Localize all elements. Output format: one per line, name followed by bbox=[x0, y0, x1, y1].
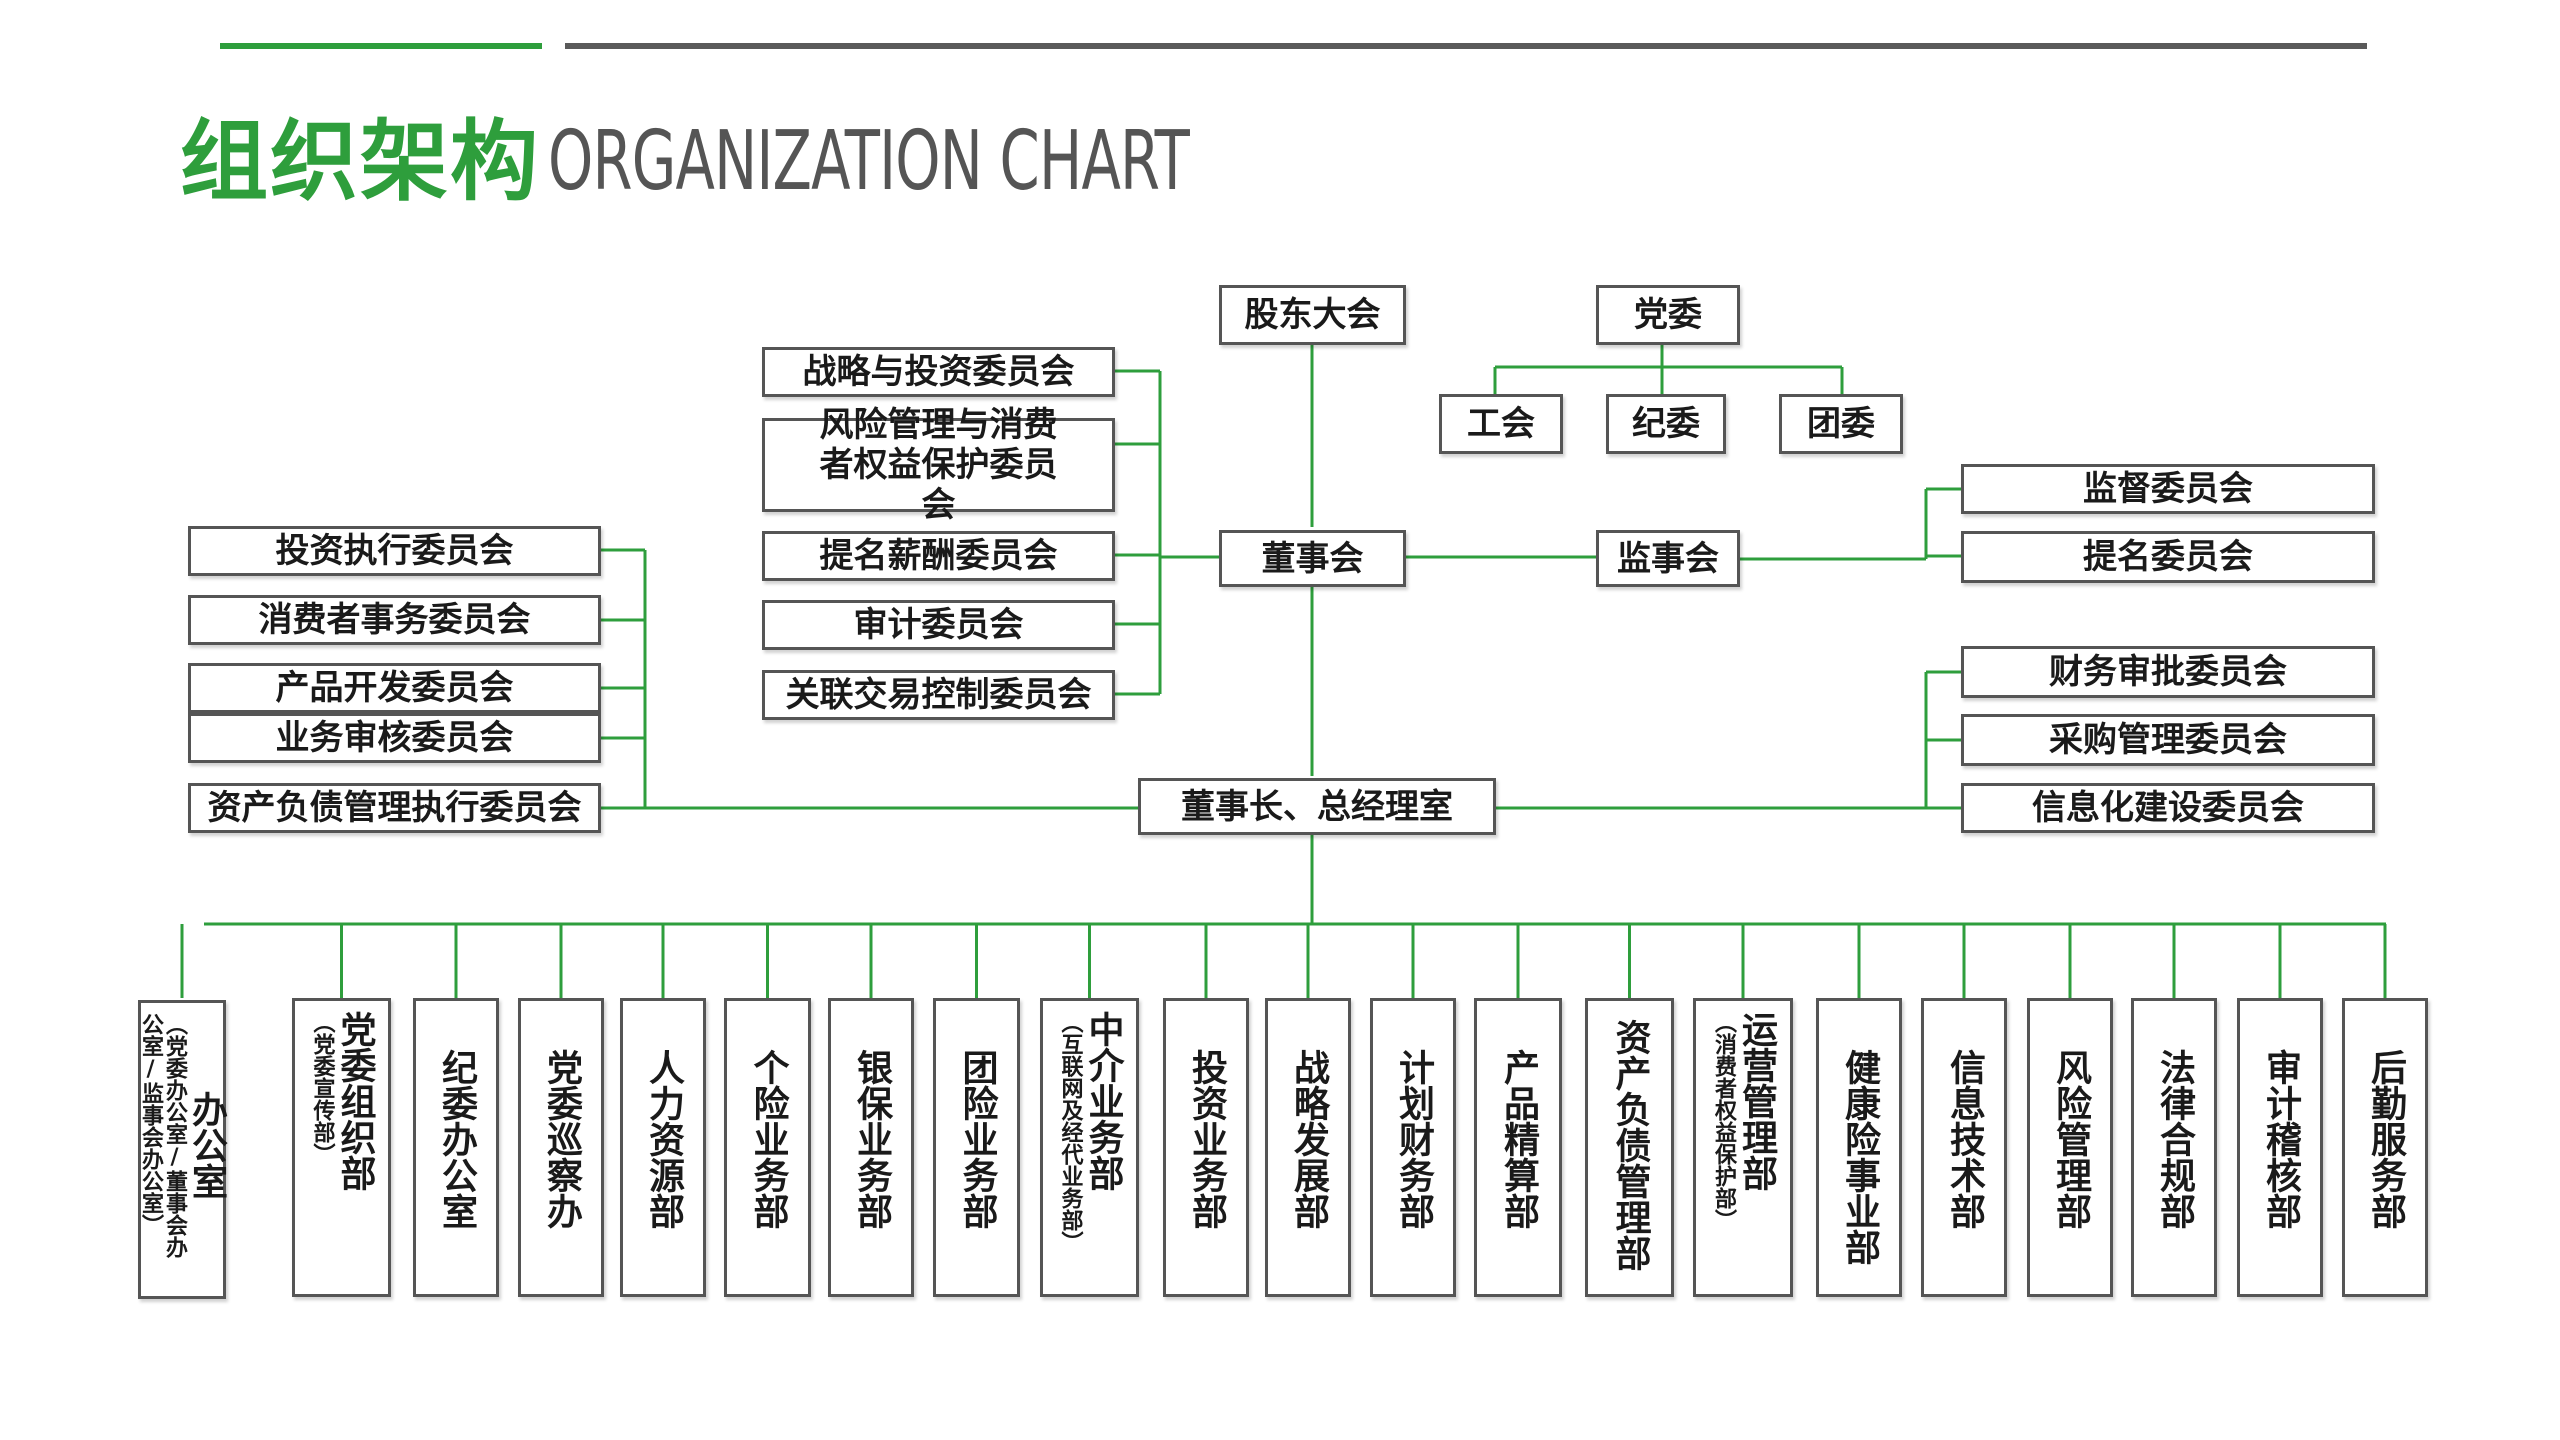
page-subtitle: ORGANIZATION CHART bbox=[548, 114, 1190, 209]
department-box: 党委巡察办 bbox=[518, 998, 604, 1297]
department-box: 人力资源部 bbox=[620, 998, 706, 1297]
department-box: （党委办公室/董事会办公室/监事会办公室）办公室 bbox=[138, 1000, 227, 1299]
discipline-committee-box: 纪委 bbox=[1606, 394, 1726, 454]
supervisory-board-box: 监事会 bbox=[1596, 530, 1740, 587]
department-name: 计划财务部 bbox=[1393, 1049, 1434, 1229]
department-name: 党委组织部 bbox=[334, 1011, 376, 1191]
department-box: 银保业务部 bbox=[828, 998, 914, 1297]
department-name: 纪委办公室 bbox=[436, 1049, 477, 1229]
department-box: 风险管理部 bbox=[2027, 998, 2113, 1297]
board-committee-related-transactions: 关联交易控制委员会 bbox=[762, 670, 1115, 720]
department-name: 产品精算部 bbox=[1498, 1049, 1539, 1229]
department-name: 战略发展部 bbox=[1288, 1049, 1329, 1229]
department-name: 党委巡察办 bbox=[541, 1049, 582, 1229]
department-name: 运营管理部 bbox=[1736, 1011, 1777, 1191]
department-name: 风险管理部 bbox=[2050, 1049, 2091, 1229]
union-box: 工会 bbox=[1439, 394, 1563, 454]
supervisory-committee-oversight: 监督委员会 bbox=[1961, 464, 2375, 514]
youth-league-box: 团委 bbox=[1779, 394, 1903, 454]
department-box: 个险业务部 bbox=[724, 998, 811, 1297]
exec-committee-procurement: 采购管理委员会 bbox=[1961, 714, 2375, 766]
department-box: 信息技术部 bbox=[1921, 998, 2007, 1297]
header-divider-bar bbox=[565, 43, 2367, 49]
party-committee-box: 党委 bbox=[1596, 285, 1740, 345]
department-box: （党委宣传部）党委组织部 bbox=[292, 998, 391, 1297]
exec-committee-consumer-affairs: 消费者事务委员会 bbox=[188, 595, 601, 645]
department-name: 个险业务部 bbox=[747, 1049, 789, 1229]
department-name: 投资业务部 bbox=[1186, 1049, 1227, 1229]
board-of-directors-box: 董事会 bbox=[1219, 530, 1406, 587]
exec-committee-investment: 投资执行委员会 bbox=[188, 526, 601, 576]
department-name: 团险业务部 bbox=[956, 1049, 998, 1229]
board-committee-audit: 审计委员会 bbox=[762, 600, 1115, 650]
page-title: 组织架构 bbox=[180, 110, 541, 213]
department-name: 资产负债管理部 bbox=[1609, 1019, 1651, 1271]
department-sub-label: （党委办公室/董事会办公室/监事会办公室） bbox=[138, 1013, 187, 1258]
department-name: 后勤服务部 bbox=[2365, 1049, 2406, 1229]
department-sub-label: （党委宣传部） bbox=[309, 1011, 335, 1165]
exec-committee-finance-approval: 财务审批委员会 bbox=[1961, 646, 2375, 698]
department-name: 健康险事业部 bbox=[1839, 1049, 1880, 1265]
exec-committee-product-dev: 产品开发委员会 bbox=[188, 663, 601, 713]
department-name: 法律合规部 bbox=[2154, 1049, 2195, 1229]
department-box: 资产负债管理部 bbox=[1585, 998, 1674, 1297]
department-name: 信息技术部 bbox=[1944, 1049, 1985, 1229]
department-name: 人力资源部 bbox=[643, 1049, 684, 1229]
exec-committee-it-construction: 信息化建设委员会 bbox=[1961, 783, 2375, 833]
department-box: 团险业务部 bbox=[933, 998, 1020, 1297]
department-box: 审计稽核部 bbox=[2237, 998, 2323, 1297]
department-box: 计划财务部 bbox=[1370, 998, 1456, 1297]
department-name: 审计稽核部 bbox=[2260, 1049, 2301, 1229]
department-sub-label: （互联网及经代业务部） bbox=[1057, 1011, 1083, 1253]
department-box: 投资业务部 bbox=[1163, 998, 1249, 1297]
department-sub-label: （消费者权益保护部） bbox=[1711, 1011, 1736, 1231]
board-committee-nomination-pay: 提名薪酬委员会 bbox=[762, 531, 1115, 581]
department-box: 健康险事业部 bbox=[1816, 998, 1902, 1297]
department-box: （互联网及经代业务部）中介业务部 bbox=[1040, 998, 1139, 1297]
department-name: 银保业务部 bbox=[851, 1049, 892, 1229]
board-committee-strategy: 战略与投资委员会 bbox=[762, 347, 1115, 397]
exec-committee-alm: 资产负债管理执行委员会 bbox=[188, 783, 601, 833]
board-committee-risk: 风险管理与消费者权益保护委员会 bbox=[762, 405, 1115, 525]
department-box: 产品精算部 bbox=[1474, 998, 1562, 1297]
department-box: 法律合规部 bbox=[2131, 998, 2217, 1297]
exec-committee-business-review: 业务审核委员会 bbox=[188, 713, 601, 763]
supervisory-committee-nomination: 提名委员会 bbox=[1961, 531, 2375, 583]
department-box: 纪委办公室 bbox=[413, 998, 499, 1297]
department-box: （消费者权益保护部）运营管理部 bbox=[1693, 998, 1793, 1297]
department-name: 中介业务部 bbox=[1082, 1011, 1124, 1191]
header-accent-bar bbox=[220, 43, 542, 49]
department-box: 战略发展部 bbox=[1265, 998, 1351, 1297]
chairman-office-box: 董事长、总经理室 bbox=[1138, 778, 1496, 835]
department-box: 后勤服务部 bbox=[2342, 998, 2428, 1297]
department-name: 办公室 bbox=[186, 1091, 227, 1199]
shareholders-box: 股东大会 bbox=[1219, 285, 1406, 345]
